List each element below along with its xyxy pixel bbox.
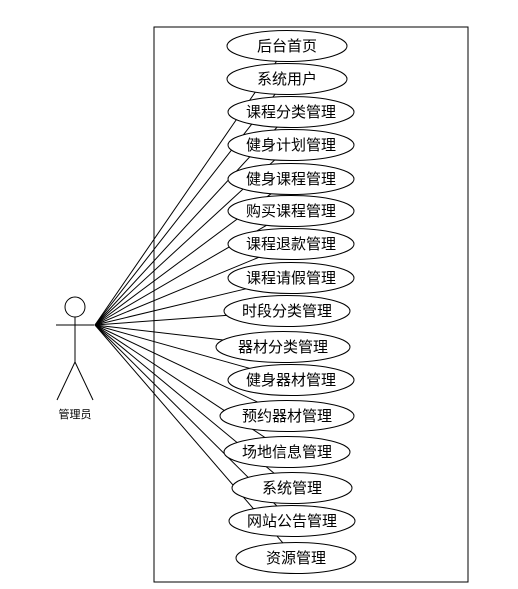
use-case-label: 健身器材管理 xyxy=(246,371,336,389)
use-case-label: 课程分类管理 xyxy=(246,103,336,121)
use-case[interactable]: 课程请假管理 xyxy=(227,262,355,294)
use-case[interactable]: 健身课程管理 xyxy=(227,163,355,195)
use-case-label: 购买课程管理 xyxy=(246,202,336,220)
use-case-label: 系统用户 xyxy=(257,70,317,88)
use-case-label: 后台首页 xyxy=(257,37,317,55)
association-line xyxy=(94,93,276,326)
use-case[interactable]: 后台首页 xyxy=(226,30,348,62)
use-case-label: 场地信息管理 xyxy=(242,443,332,461)
association-line xyxy=(94,314,227,326)
actor-admin[interactable]: 管理员 xyxy=(56,296,94,421)
use-case-ellipse xyxy=(227,129,355,161)
use-case-label: 预约器材管理 xyxy=(242,407,332,425)
use-case[interactable]: 系统管理 xyxy=(231,472,353,504)
association-line xyxy=(94,126,278,326)
use-case[interactable]: 场地信息管理 xyxy=(223,436,351,468)
use-case-label: 课程退款管理 xyxy=(246,235,336,253)
association-line xyxy=(94,324,224,341)
use-case[interactable]: 系统用户 xyxy=(226,63,348,95)
use-case[interactable]: 资源管理 xyxy=(235,542,357,574)
use-case[interactable]: 时段分类管理 xyxy=(223,295,351,327)
use-case[interactable]: 预约器材管理 xyxy=(219,400,355,432)
use-case-label: 器材分类管理 xyxy=(238,338,328,356)
use-case-ellipse xyxy=(235,542,357,574)
use-case-ellipse xyxy=(227,228,355,260)
use-case-label: 系统管理 xyxy=(262,479,322,497)
use-case-label: 健身课程管理 xyxy=(246,170,336,188)
use-case[interactable]: 健身计划管理 xyxy=(227,129,355,161)
use-case-ellipse xyxy=(215,331,351,363)
use-case-label: 时段分类管理 xyxy=(242,302,332,320)
use-case-label: 课程请假管理 xyxy=(246,269,336,287)
use-case[interactable]: 网站公告管理 xyxy=(228,505,356,537)
association-line xyxy=(94,256,259,326)
use-case-ellipse xyxy=(223,436,351,468)
association-line xyxy=(94,324,284,544)
use-case-ellipse xyxy=(219,400,355,432)
use-case[interactable]: 器材分类管理 xyxy=(215,331,351,363)
use-case-ellipse xyxy=(226,63,348,95)
use-case-ellipse xyxy=(227,163,355,195)
use-case-label: 网站公告管理 xyxy=(247,512,337,530)
use-case-ellipse xyxy=(227,195,355,227)
use-case-label: 资源管理 xyxy=(266,549,326,567)
use-case[interactable]: 健身器材管理 xyxy=(227,364,355,396)
actor-head xyxy=(64,296,86,318)
use-case-list: 后台首页系统用户课程分类管理健身计划管理健身课程管理购买课程管理课程退款管理课程… xyxy=(215,30,357,574)
use-case[interactable]: 课程退款管理 xyxy=(227,228,355,260)
use-case-ellipse xyxy=(228,505,356,537)
use-case[interactable]: 课程分类管理 xyxy=(227,96,355,128)
use-case-ellipse xyxy=(223,295,351,327)
use-case-ellipse xyxy=(226,30,348,62)
system-boundary xyxy=(153,26,469,583)
association-line xyxy=(94,324,278,507)
actor-label: 管理员 xyxy=(59,407,92,421)
use-case-label: 健身计划管理 xyxy=(246,136,336,154)
use-case-ellipse xyxy=(227,262,355,294)
use-case-ellipse xyxy=(227,364,355,396)
use-case[interactable]: 购买课程管理 xyxy=(227,195,355,227)
association-line xyxy=(94,324,258,403)
association-line xyxy=(94,288,247,326)
actor-left-leg xyxy=(56,361,76,401)
use-case-ellipse xyxy=(227,96,355,128)
use-case-ellipse xyxy=(231,472,353,504)
association-line xyxy=(94,324,250,369)
actor-right-leg xyxy=(74,361,94,401)
